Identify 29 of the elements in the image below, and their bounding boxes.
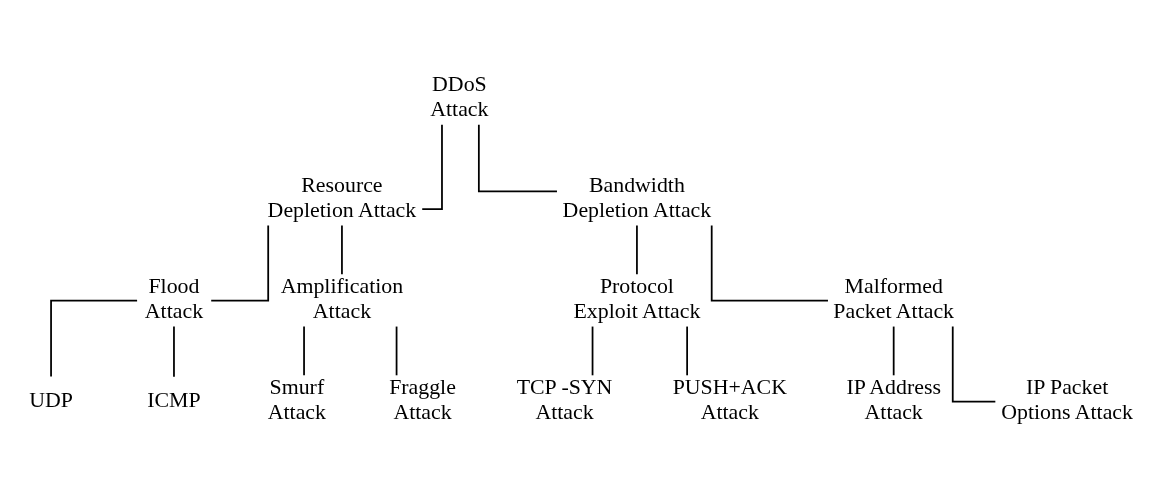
node-text: Malformed Packet Attack [833,273,955,323]
node-text: ICMP [147,387,201,412]
connector [892,325,895,376]
connector [477,123,558,192]
node-text: IP Address Attack [846,374,941,424]
connector [303,325,305,376]
connector [686,325,688,376]
connector [421,123,443,210]
connector [951,325,997,402]
node-text: Amplification Attack [280,273,404,323]
node-text: Flood Attack [144,273,204,323]
connector [710,224,829,301]
node-text: TCP -SYN Attack [516,374,613,424]
node-text: PUSH+ACK Attack [672,374,787,424]
node-text: UDP [29,387,73,412]
node-text: Smurf Attack [267,374,326,424]
connector [636,224,638,275]
connector [210,224,270,301]
node-text: DDoS Attack [430,71,489,121]
node-text: Bandwidth Depletion Attack [562,172,712,222]
connector [591,325,594,376]
connector [50,299,138,377]
node-text: Resource Depletion Attack [267,172,417,222]
connector [395,325,398,376]
node-text: Fraggle Attack [389,374,456,424]
node-text: IP Packet Options Attack [1001,374,1133,424]
node-text: Protocol Exploit Attack [573,273,701,323]
connector [341,224,343,275]
connector [173,325,175,378]
